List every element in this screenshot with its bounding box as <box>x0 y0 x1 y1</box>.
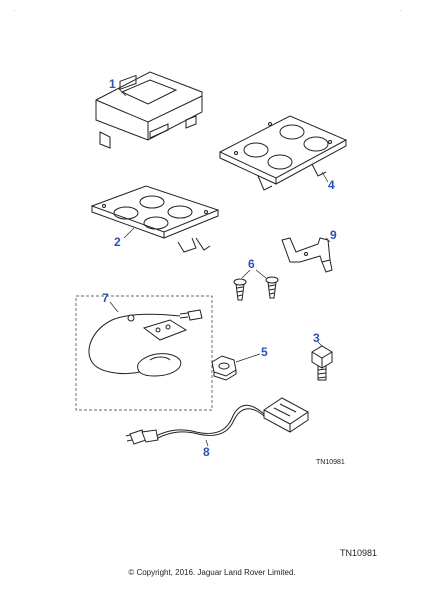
callout-5: 5 <box>261 345 268 359</box>
part-5-nut <box>211 355 237 381</box>
leader-1 <box>117 87 127 97</box>
leader-5 <box>235 353 261 363</box>
part-3-bolt <box>311 345 333 381</box>
callout-1: 1 <box>109 77 116 91</box>
part-6-screws <box>233 276 279 301</box>
callout-6: 6 <box>248 257 255 271</box>
leader-7 <box>109 301 119 313</box>
leader-2 <box>123 227 135 239</box>
part-8-harness <box>125 397 309 445</box>
corner-mark-left: · <box>14 8 16 14</box>
corner-mark-right: · <box>400 8 402 14</box>
callout-7: 7 <box>102 291 109 305</box>
leader-8 <box>205 439 209 447</box>
leader-6b <box>255 269 267 279</box>
leader-6a <box>241 269 251 279</box>
part-7-kit-outline <box>75 295 213 411</box>
part-7-antenna-assembly <box>88 309 203 377</box>
callout-3: 3 <box>313 331 320 345</box>
part-2-bracket <box>90 185 220 253</box>
diagram-reference-small: TN10981 <box>316 459 345 466</box>
leader-3 <box>317 341 323 347</box>
callout-4: 4 <box>328 178 335 192</box>
callout-2: 2 <box>114 235 121 249</box>
copyright-notice: © Copyright, 2016. Jaguar Land Rover Lim… <box>128 568 296 577</box>
diagram-reference-large: TN10981 <box>340 548 378 558</box>
leader-9 <box>325 237 331 243</box>
callout-9: 9 <box>330 228 337 242</box>
part-4-bracket <box>218 115 348 191</box>
part-1-control-module <box>95 71 203 149</box>
callout-8: 8 <box>203 445 210 459</box>
part-9-small-bracket <box>281 237 333 273</box>
leader-4 <box>321 171 329 183</box>
